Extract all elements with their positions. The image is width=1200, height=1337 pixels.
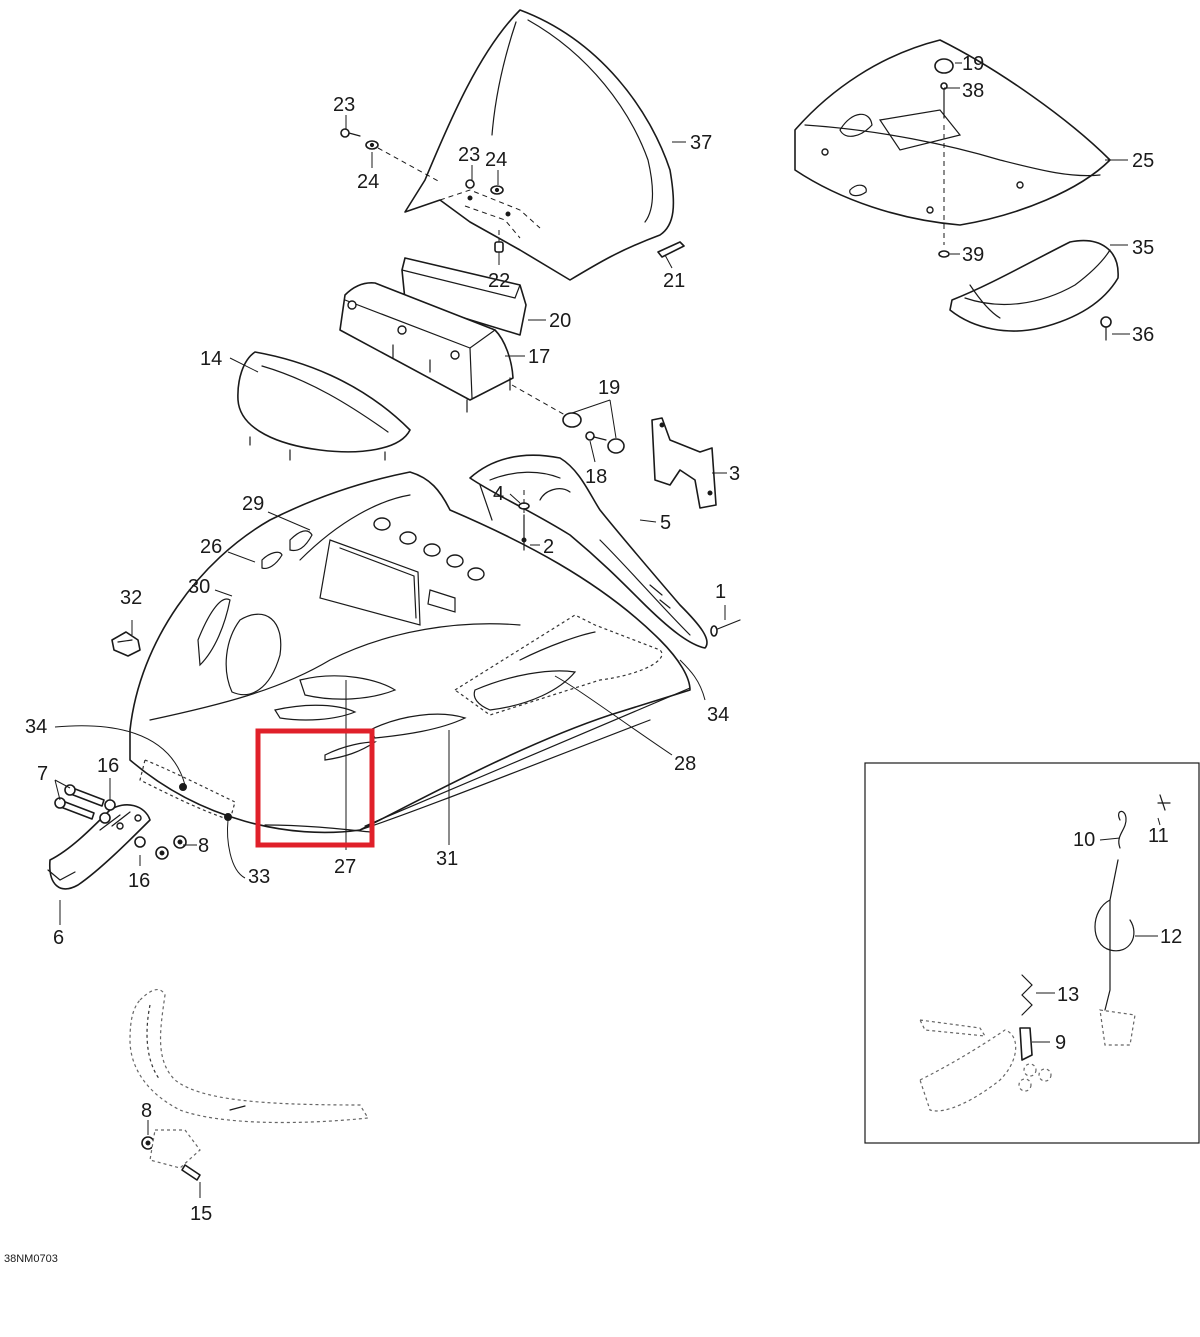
callout-8-hinge: 8 (198, 835, 209, 857)
detail-inset (864, 762, 1200, 1144)
callout-20: 20 (549, 310, 571, 332)
callout-19-rear: 19 (962, 53, 984, 75)
callout-26: 26 (200, 536, 222, 558)
callout-18: 18 (585, 466, 607, 488)
callout-10: 10 (1073, 829, 1095, 851)
hood-clip (111, 631, 141, 657)
deflector-screw (1100, 316, 1112, 341)
leader-lines (54, 62, 1161, 1198)
callout-2: 2 (543, 536, 554, 558)
bumper-bolt (141, 1129, 201, 1181)
hood-hinge (47, 804, 151, 890)
callout-22: 22 (488, 270, 510, 292)
callout-9: 9 (1055, 1032, 1066, 1054)
hinge-nuts (134, 835, 187, 860)
callout-19-console: 19 (598, 377, 620, 399)
callout-16-bottom: 16 (128, 870, 150, 892)
deflector (949, 239, 1119, 332)
callout-39: 39 (962, 244, 984, 266)
hood-rear-hardware (934, 58, 954, 258)
windshield (404, 9, 675, 281)
callout-31: 31 (436, 848, 458, 870)
hood (129, 471, 691, 834)
callout-23-center: 23 (458, 144, 480, 166)
callout-32: 32 (120, 587, 142, 609)
callout-8-bumper: 8 (141, 1100, 152, 1122)
highlight-box (255, 728, 375, 848)
callout-12: 12 (1160, 926, 1182, 948)
callout-21: 21 (663, 270, 685, 292)
rivet (710, 619, 741, 637)
figure-code: 38NM0703 (4, 1253, 58, 1265)
callout-27: 27 (334, 856, 356, 878)
windshield-screws (340, 128, 504, 253)
callout-3: 3 (729, 463, 740, 485)
callout-24-left: 24 (357, 171, 379, 193)
callout-5: 5 (660, 512, 671, 534)
callout-14: 14 (200, 348, 222, 370)
callout-13: 13 (1057, 984, 1079, 1006)
callout-29: 29 (242, 493, 264, 515)
hinge-bolts (54, 784, 116, 824)
callout-28: 28 (674, 753, 696, 775)
callout-35: 35 (1132, 237, 1154, 259)
gauge-support (237, 351, 411, 461)
bumper (129, 988, 370, 1124)
pad (401, 257, 527, 336)
side-trim (469, 454, 708, 649)
callout-16-top: 16 (97, 755, 119, 777)
callout-24-center: 24 (485, 149, 507, 171)
hood-rear-panel (794, 39, 1111, 226)
console-grommets (562, 412, 625, 454)
callout-33: 33 (248, 866, 270, 888)
windshield-clip (657, 241, 685, 258)
bracket (651, 417, 717, 509)
callout-38: 38 (962, 80, 984, 102)
callout-17: 17 (528, 346, 550, 368)
callout-labels: 1 2 3 4 5 6 7 8 8 9 10 11 12 13 14 15 16… (25, 53, 1182, 1225)
callout-25: 25 (1132, 150, 1154, 172)
callout-23-left: 23 (333, 94, 355, 116)
callout-6: 6 (53, 927, 64, 949)
console (339, 282, 566, 416)
callout-1: 1 (715, 581, 726, 603)
trim-fittings (518, 490, 530, 551)
callout-30: 30 (188, 576, 210, 598)
callout-15: 15 (190, 1203, 212, 1225)
callout-11: 11 (1148, 825, 1169, 847)
callout-34-right: 34 (707, 704, 729, 726)
callout-7: 7 (37, 763, 48, 785)
callout-34-left: 34 (25, 716, 47, 738)
callout-36: 36 (1132, 324, 1154, 346)
callout-37: 37 (690, 132, 712, 154)
callout-4: 4 (493, 483, 504, 505)
